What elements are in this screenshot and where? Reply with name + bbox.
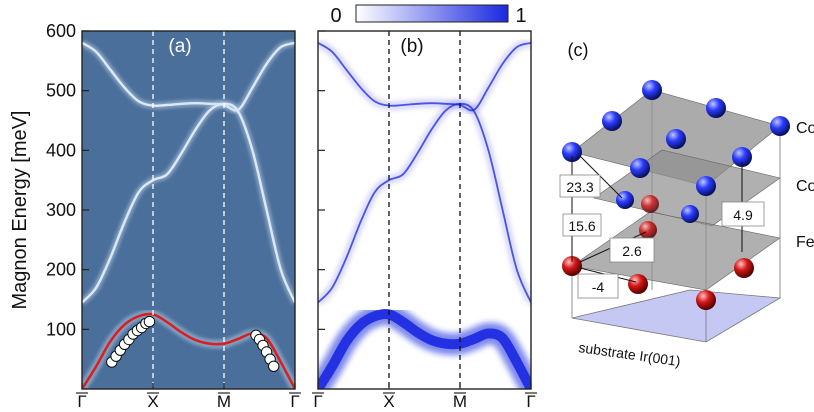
fe-atom (639, 221, 657, 239)
colorbar-max-label: 1 (515, 5, 526, 27)
layer-label-fe: Fe (796, 234, 814, 251)
x-tick-label: Γ (77, 392, 86, 411)
panel-a-label: (a) (168, 36, 191, 57)
exchange-box (609, 237, 655, 263)
layer-label-co-second: Co (796, 178, 814, 195)
panel-a: 100 200 300 400 500 600 Γ X M Γ (a) Magnon Energ… (9, 21, 301, 411)
substrate-label: substrate Ir(001) (578, 339, 682, 369)
co-atom (681, 205, 699, 223)
x-tick-label: X (383, 392, 394, 411)
experimental-point (268, 360, 280, 372)
co-atom (616, 191, 634, 209)
exchange-box (721, 201, 765, 227)
co-atom (706, 98, 726, 118)
x-tick-label: Γ (526, 392, 535, 411)
co-atom (562, 142, 582, 162)
layer-label-co-top: Co (796, 120, 814, 137)
intensity-band (318, 42, 531, 112)
exchange-label-4-9: 4.9 (733, 207, 753, 223)
y-tick-label: 600 (46, 21, 76, 41)
exchange-label-23-3: 23.3 (566, 179, 593, 195)
panel-b-symmetry-lines (388, 31, 461, 389)
exchange-label-2-6: 2.6 (622, 243, 642, 259)
fe-atom (628, 274, 648, 294)
x-tick-label: M (453, 392, 467, 411)
colorbar: 0 1 (330, 4, 527, 27)
fe-atoms (562, 195, 754, 310)
co-atom (602, 111, 622, 131)
fe-atom (562, 256, 582, 276)
y-tick-label: 300 (46, 200, 76, 220)
co-top-atoms (562, 80, 790, 196)
fe-atom (734, 258, 754, 278)
exchange-label-15-6: 15.6 (568, 218, 595, 234)
fe-atom (696, 290, 716, 310)
panel-a-y-ticks: 100 200 300 400 500 600 (46, 21, 89, 339)
optical-band-line (82, 41, 295, 112)
optical-band-line (82, 102, 295, 304)
intensity-band (318, 102, 531, 304)
co-atom (732, 147, 752, 167)
exchange-labels: 23.3 15.6 2.6 4.9 -4 (559, 174, 765, 299)
fe-layer-plane (571, 211, 781, 291)
co-atom (642, 80, 662, 100)
exchange-label-minus-4: -4 (592, 279, 605, 295)
co-atom (696, 176, 716, 196)
exchange-box (562, 213, 602, 237)
x-tick-label: Γ (290, 392, 299, 411)
colorbar-min-label: 0 (330, 5, 341, 27)
experimental-point (143, 315, 156, 328)
colorbar-gradient (355, 4, 509, 23)
panel-c-label: (c) (568, 40, 589, 60)
co-second-atoms (616, 191, 699, 223)
y-tick-label: 200 (46, 260, 76, 280)
co-atom (630, 158, 650, 178)
panel-b-label: (b) (400, 36, 423, 57)
panel-c: (c) substrate Ir(001) Co Co Fe (559, 40, 814, 369)
exchange-box (559, 174, 601, 198)
panel-b-y-ticks (318, 30, 325, 330)
y-tick-label: 100 (46, 319, 76, 339)
y-tick-label: 400 (46, 140, 76, 160)
x-tick-label: X (147, 392, 158, 411)
panel-a-bands (82, 39, 295, 389)
co-atom (666, 129, 686, 149)
x-tick-label: M (217, 392, 231, 411)
intensity-band (318, 309, 531, 389)
y-tick-label: 500 (46, 81, 76, 101)
co-atom (770, 116, 790, 136)
y-axis-label: Magnon Energy [meV] (9, 111, 31, 310)
panel-b-spectral-intensity (318, 39, 531, 389)
panel-b: Γ X M Γ (b) 0 1 (312, 4, 537, 411)
fe-atom (641, 195, 659, 213)
panel-a-symmetry-lines (152, 31, 225, 389)
x-tick-label: Γ (313, 392, 322, 411)
exchange-box (577, 273, 619, 299)
